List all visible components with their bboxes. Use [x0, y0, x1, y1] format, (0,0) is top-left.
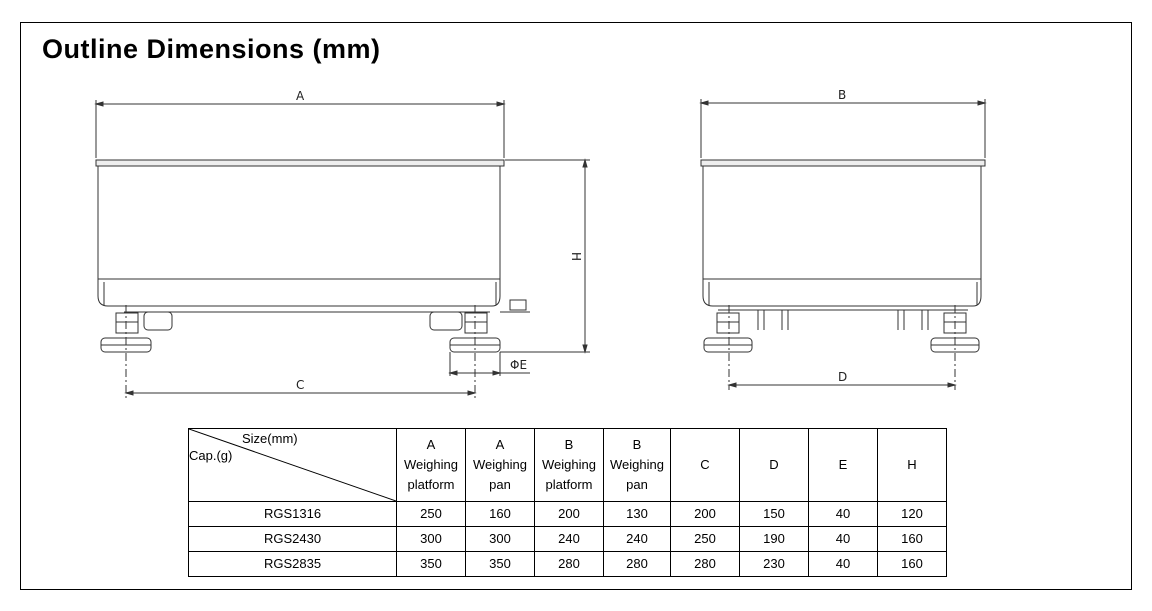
value-cell: 160	[465, 501, 535, 527]
value-cell: 300	[465, 526, 535, 552]
value-cell: 240	[534, 526, 604, 552]
header-cell: H	[877, 428, 947, 502]
value-cell: 350	[396, 551, 466, 577]
value-cell: 240	[603, 526, 671, 552]
value-cell: 150	[739, 501, 809, 527]
value-cell: 230	[739, 551, 809, 577]
corner-size-label: Size(mm)	[242, 431, 298, 446]
corner-cap-label: Cap.(g)	[189, 448, 233, 463]
value-cell: 200	[534, 501, 604, 527]
model-cell: RGS1316	[188, 501, 397, 527]
value-cell: 250	[670, 526, 740, 552]
value-cell: 200	[670, 501, 740, 527]
page-title: Outline Dimensions (mm)	[42, 34, 381, 64]
value-cell: 120	[877, 501, 947, 527]
dim-label-b: B	[838, 88, 846, 102]
side-view	[699, 99, 987, 390]
value-cell: 350	[465, 551, 535, 577]
dim-label-d: D	[838, 370, 847, 384]
value-cell: 40	[808, 526, 878, 552]
value-cell: 190	[739, 526, 809, 552]
value-cell: 280	[670, 551, 740, 577]
header-cell: C	[670, 428, 740, 502]
value-cell: 40	[808, 551, 878, 577]
corner-cell: Size(mm) Cap.(g)	[188, 428, 397, 502]
model-cell: RGS2430	[188, 526, 397, 552]
value-cell: 160	[877, 526, 947, 552]
dim-label-e: ΦE	[510, 358, 527, 372]
header-cell: E	[808, 428, 878, 502]
value-cell: 280	[603, 551, 671, 577]
value-cell: 250	[396, 501, 466, 527]
value-cell: 130	[603, 501, 671, 527]
dim-label-c: C	[296, 378, 304, 392]
front-view	[94, 100, 590, 398]
value-cell: 300	[396, 526, 466, 552]
dim-label-h: H	[569, 252, 583, 261]
value-cell: 40	[808, 501, 878, 527]
header-cell: D	[739, 428, 809, 502]
dim-label-a: A	[296, 89, 305, 103]
model-cell: RGS2835	[188, 551, 397, 577]
page-frame	[20, 22, 1132, 590]
value-cell: 160	[877, 551, 947, 577]
value-cell: 280	[534, 551, 604, 577]
